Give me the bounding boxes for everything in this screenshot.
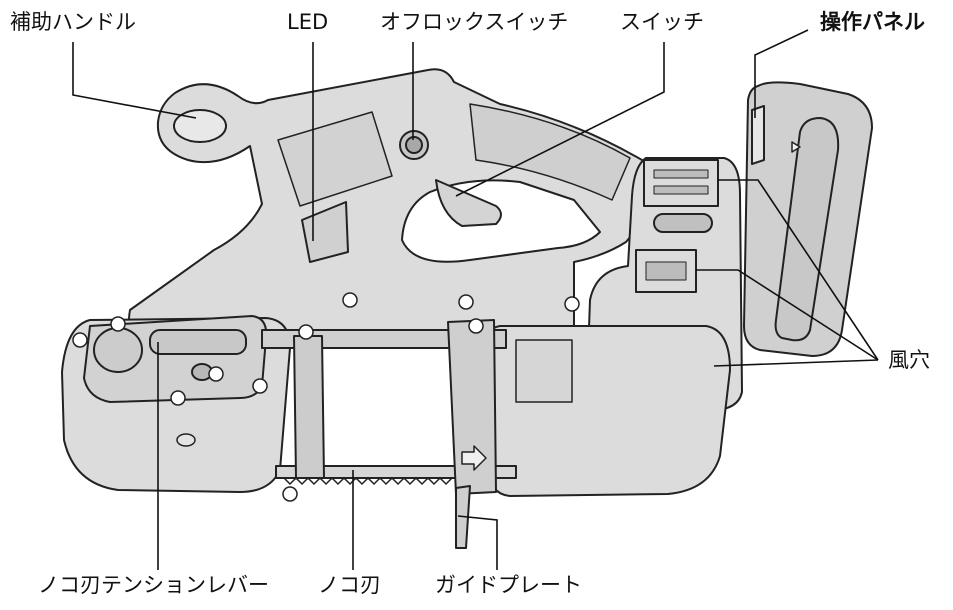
leader-vents-1 bbox=[718, 179, 879, 361]
screw bbox=[342, 292, 358, 308]
screw bbox=[458, 294, 474, 310]
leader-guide-plate bbox=[457, 515, 498, 570]
leader-auxiliary-handle bbox=[72, 42, 197, 119]
vent-top bbox=[643, 159, 719, 207]
screw bbox=[468, 318, 484, 334]
label-blade-tension-lever: ノコ刃テンションレバー bbox=[38, 573, 269, 597]
label-off-lock-switch: オフロックスイッチ bbox=[380, 10, 569, 34]
leader-vents-2 bbox=[696, 269, 879, 361]
blade-tension-lever bbox=[149, 329, 247, 355]
screw bbox=[72, 332, 88, 348]
label-guide-plate: ガイドプレート bbox=[435, 573, 582, 597]
label-vents: 風穴 bbox=[888, 348, 930, 372]
arrow-icon bbox=[461, 445, 487, 471]
leader-lines bbox=[72, 29, 879, 570]
screw bbox=[208, 366, 224, 382]
upper-recess bbox=[277, 111, 393, 207]
right-panel bbox=[515, 339, 573, 403]
screw bbox=[170, 390, 186, 406]
battery-recess bbox=[774, 117, 840, 342]
screw bbox=[282, 486, 298, 502]
label-switch: スイッチ bbox=[620, 10, 704, 34]
leader-control-panel bbox=[754, 29, 809, 118]
tension-knob bbox=[93, 327, 143, 373]
label-led: LED bbox=[287, 10, 329, 34]
screw bbox=[564, 296, 580, 312]
label-auxiliary-handle: 補助ハンドル bbox=[10, 10, 136, 34]
leader-vents-3 bbox=[713, 359, 879, 367]
left-blade-guide bbox=[293, 335, 325, 479]
screw bbox=[252, 378, 268, 394]
battery-triangle-icon bbox=[791, 141, 801, 153]
screw bbox=[298, 324, 314, 340]
label-control-panel: 操作パネル bbox=[820, 10, 925, 34]
blade-teeth bbox=[283, 477, 453, 485]
trigger bbox=[435, 179, 502, 227]
auxiliary-handle-grip-hole bbox=[173, 109, 227, 143]
label-blade: ノコ刃 bbox=[318, 573, 381, 597]
leader-switch bbox=[455, 42, 665, 197]
upper-housing bbox=[128, 68, 668, 333]
battery-latch bbox=[751, 105, 765, 165]
right-blade-guide bbox=[447, 319, 497, 495]
vent-middle bbox=[635, 249, 697, 293]
motor-button bbox=[653, 213, 713, 233]
screw bbox=[110, 316, 126, 332]
